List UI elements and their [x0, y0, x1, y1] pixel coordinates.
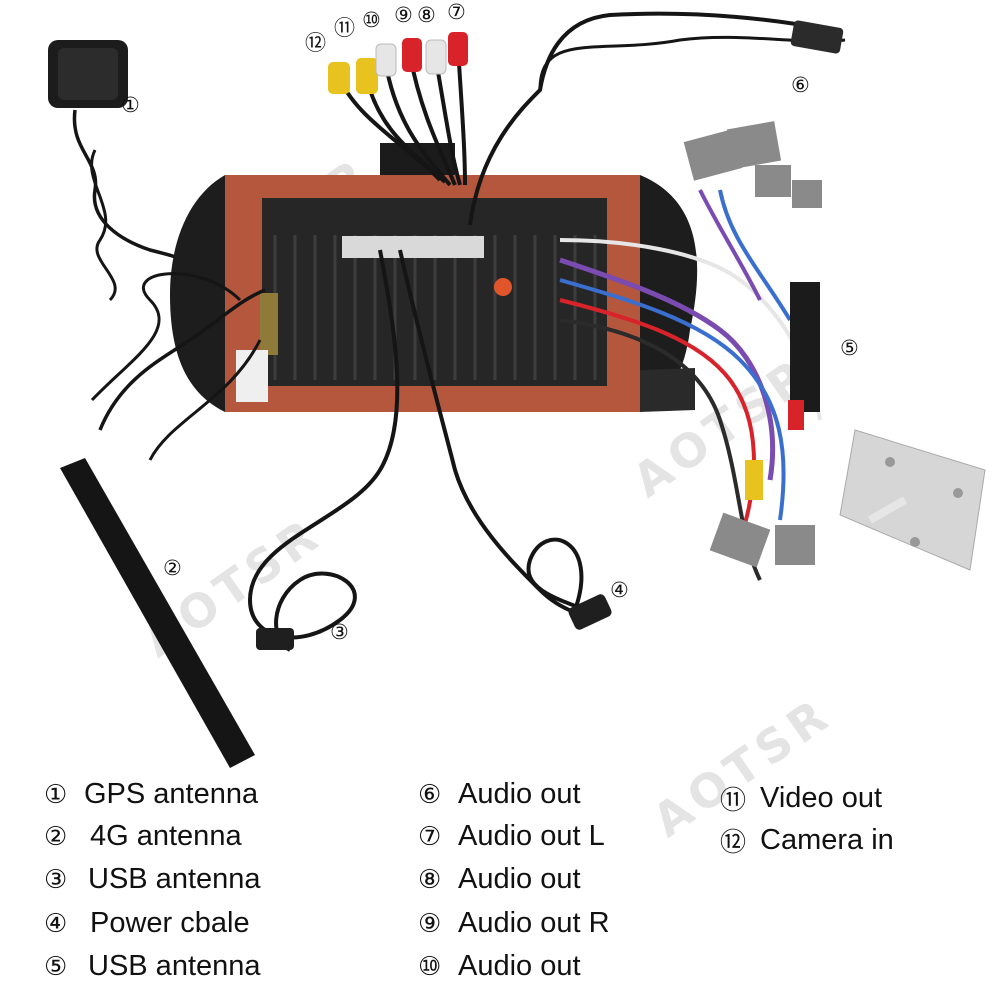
legend-label: USB antenna: [88, 950, 261, 982]
legend-label: Audio out: [458, 778, 581, 810]
callout-12: ⑫: [305, 31, 326, 55]
audio-out-cable: [468, 11, 831, 226]
callout-7: ⑦: [447, 0, 466, 24]
legend-item: ⑩ Audio out: [418, 950, 581, 983]
legend-number: ⑩: [418, 951, 442, 982]
legend-item: ⑪ Video out: [720, 780, 882, 817]
legend-label: Power cbale: [90, 907, 250, 939]
legend-number: ③: [44, 864, 68, 895]
4g-antenna: [60, 272, 266, 768]
legend-number: ①: [44, 779, 68, 810]
usb-cable: [247, 249, 400, 652]
legend-number: ②: [44, 821, 68, 852]
legend-item: ⑨ Audio out R: [418, 907, 610, 940]
rca-cables: [328, 32, 468, 187]
legend-item: ① GPS antenna: [44, 778, 258, 811]
head-unit-photo: [48, 11, 986, 768]
legend-item: ⑧ Audio out: [418, 863, 581, 896]
callout-2: ②: [163, 556, 182, 580]
legend-number: ⑥: [418, 779, 442, 810]
power-cable: [398, 249, 606, 619]
legend-label: Audio out R: [458, 907, 610, 939]
callout-11: ⑪: [334, 16, 355, 40]
legend-label: 4G antenna: [90, 820, 242, 852]
legend-item: ⑤ USB antenna: [44, 950, 261, 983]
callout-6: ⑥: [791, 73, 810, 97]
legend-label: Audio out L: [458, 820, 605, 852]
legend-item: ⑫ Camera in: [720, 822, 894, 859]
legend-item: ③ USB antenna: [44, 863, 261, 896]
legend-label: GPS antenna: [84, 778, 259, 810]
legend-number: ⑪: [720, 786, 747, 816]
wiring-harness: [559, 121, 986, 581]
legend-item: ⑥ Audio out: [418, 778, 581, 811]
legend-number: ⑫: [720, 828, 747, 858]
callout-1: ①: [121, 93, 140, 117]
legend-item: ④ Power cbale: [44, 907, 250, 940]
legend-number: ⑤: [44, 951, 68, 982]
callout-5: ⑤: [840, 336, 859, 360]
callout-8: ⑧: [417, 3, 436, 27]
legend-label: Audio out: [458, 863, 581, 895]
callout-9: ⑨: [394, 3, 413, 27]
legend-item: ② 4G antenna: [44, 820, 242, 853]
callout-3: ③: [330, 620, 349, 644]
head-unit: [170, 143, 698, 412]
legend-item: ⑦ Audio out L: [418, 820, 605, 853]
callout-10: ⑩: [362, 8, 381, 32]
legend-number: ⑧: [418, 864, 442, 895]
legend-label: Video out: [760, 782, 883, 814]
legend-number: ⑦: [418, 821, 442, 852]
legend-label: USB antenna: [88, 863, 261, 895]
legend-label: Camera in: [760, 824, 894, 856]
legend-number: ⑨: [418, 908, 442, 939]
callout-4: ④: [610, 578, 629, 602]
legend-number: ④: [44, 908, 68, 939]
legend-label: Audio out: [458, 950, 581, 982]
